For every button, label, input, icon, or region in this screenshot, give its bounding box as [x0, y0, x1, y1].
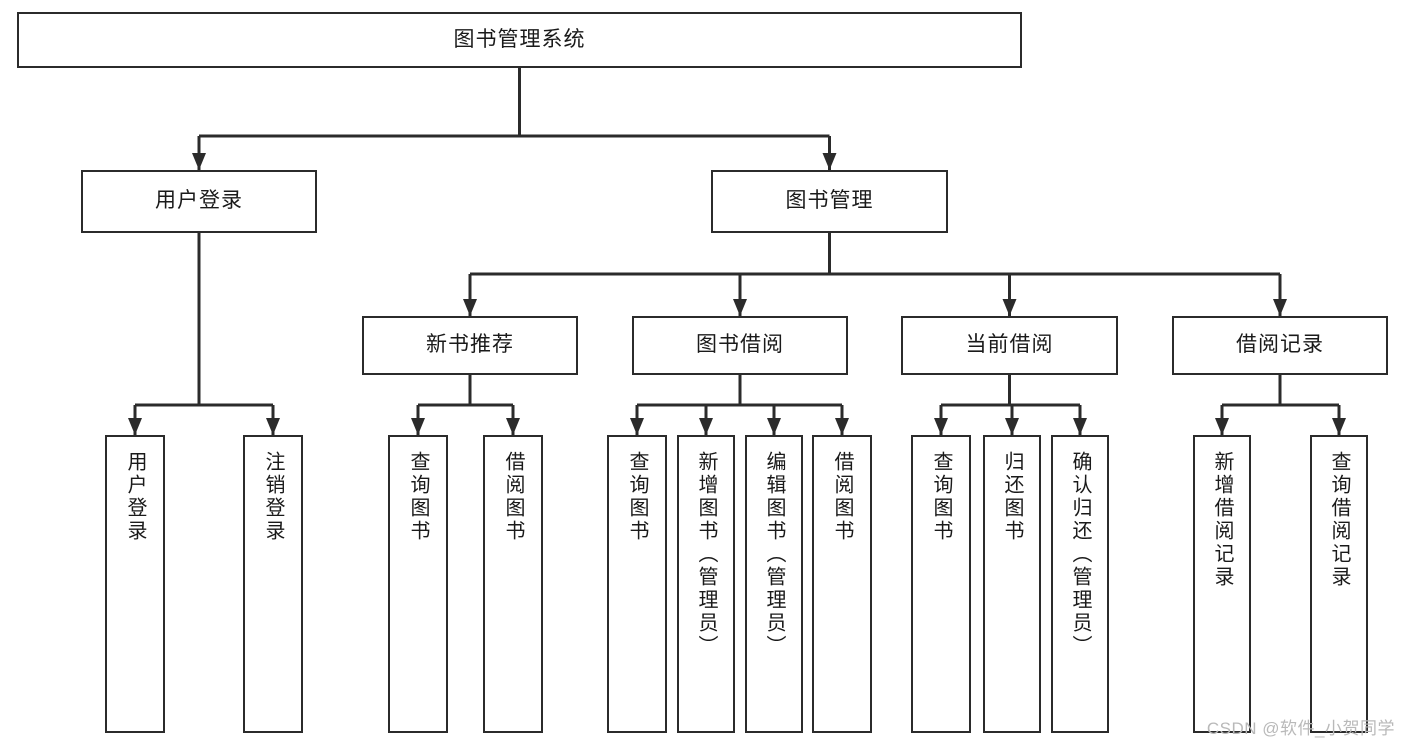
arrow-head-1-3: [1273, 299, 1287, 316]
node-l4_1[interactable]: 注销登录: [243, 435, 303, 733]
arrow-head-4-0: [630, 418, 644, 435]
node-label: 新书推荐: [426, 333, 514, 357]
arrow-head-5-1: [1005, 418, 1019, 435]
node-l2_0[interactable]: 用户登录: [81, 170, 317, 233]
node-l3_2[interactable]: 当前借阅: [901, 316, 1118, 375]
arrow-head-4-1: [699, 418, 713, 435]
arrow-head-6-0: [1215, 418, 1229, 435]
node-label: 编辑图书（管理员）: [763, 451, 785, 658]
arrow-head-2-0: [128, 418, 142, 435]
node-label: 借阅图书: [831, 451, 853, 543]
arrow-head-0-1: [822, 153, 837, 170]
node-l4_11[interactable]: 新增借阅记录: [1193, 435, 1251, 733]
node-l4_0[interactable]: 用户登录: [105, 435, 165, 733]
arrow-head-5-0: [934, 418, 948, 435]
node-label: 图书管理系统: [453, 27, 586, 51]
node-l4_10[interactable]: 确认归还（管理员）: [1051, 435, 1109, 733]
arrow-head-5-2: [1073, 418, 1087, 435]
node-label: 用户登录: [155, 189, 243, 213]
arrow-head-4-3: [835, 418, 849, 435]
arrow-head-0-0: [192, 153, 206, 170]
node-label: 图书借阅: [696, 333, 784, 357]
node-label: 查询图书: [930, 451, 952, 543]
arrow-head-1-1: [733, 299, 747, 316]
arrow-head-2-1: [266, 418, 280, 435]
node-l3_1[interactable]: 图书借阅: [632, 316, 848, 375]
node-l4_5[interactable]: 新增图书（管理员）: [677, 435, 735, 733]
node-label: 用户登录: [124, 451, 146, 543]
arrow-head-3-0: [411, 418, 425, 435]
node-label: 当前借阅: [965, 333, 1054, 357]
arrow-head-6-1: [1332, 418, 1346, 435]
node-label: 借阅图书: [502, 451, 524, 543]
node-root[interactable]: 图书管理系统: [17, 12, 1022, 68]
arrow-head-4-2: [767, 418, 781, 435]
node-label: 确认归还（管理员）: [1069, 451, 1091, 658]
arrow-head-3-1: [506, 418, 520, 435]
node-label: 注销登录: [262, 451, 284, 543]
node-label: 查询借阅记录: [1328, 451, 1350, 589]
arrow-head-1-0: [463, 299, 477, 316]
node-l4_4[interactable]: 查询图书: [607, 435, 667, 733]
arrow-head-1-2: [1002, 299, 1017, 316]
node-label: 借阅记录: [1236, 333, 1324, 357]
node-l4_7[interactable]: 借阅图书: [812, 435, 872, 733]
node-l4_8[interactable]: 查询图书: [911, 435, 971, 733]
node-l2_1[interactable]: 图书管理: [711, 170, 948, 233]
watermark: CSDN @软件_小贺同学: [1206, 719, 1395, 738]
node-l3_0[interactable]: 新书推荐: [362, 316, 578, 375]
node-label: 新增图书（管理员）: [695, 451, 717, 658]
node-l4_9[interactable]: 归还图书: [983, 435, 1041, 733]
node-l4_2[interactable]: 查询图书: [388, 435, 448, 733]
node-l4_6[interactable]: 编辑图书（管理员）: [745, 435, 803, 733]
node-label: 图书管理: [785, 189, 874, 213]
node-l4_12[interactable]: 查询借阅记录: [1310, 435, 1368, 733]
node-label: 归还图书: [1001, 451, 1023, 543]
node-l3_3[interactable]: 借阅记录: [1172, 316, 1388, 375]
node-label: 查询图书: [626, 451, 648, 543]
node-l4_3[interactable]: 借阅图书: [483, 435, 543, 733]
node-label: 新增借阅记录: [1211, 451, 1233, 589]
node-label: 查询图书: [407, 451, 429, 543]
